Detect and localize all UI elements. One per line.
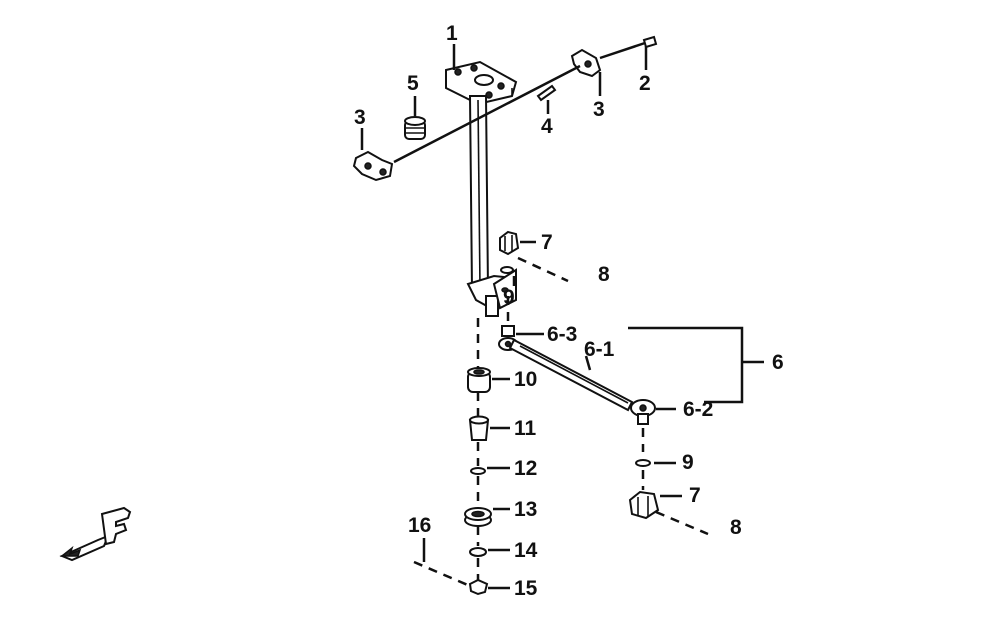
callout-10: 10 — [514, 368, 537, 391]
tie-rod-6-1 — [508, 338, 634, 412]
callout-7-lower: 7 — [689, 484, 701, 507]
callout-12: 12 — [514, 457, 537, 480]
callout-9-upper: 9 — [503, 286, 515, 309]
callout-6-2: 6-2 — [683, 398, 713, 421]
bolt-2 — [599, 35, 658, 60]
bushing-11 — [468, 415, 490, 441]
washer-9-lower — [635, 459, 651, 467]
callout-4: 4 — [541, 115, 553, 138]
callout-7-upper: 7 — [541, 231, 553, 254]
castle-nut-7-upper — [499, 230, 520, 256]
bearing-13 — [464, 507, 492, 527]
clamp-3-left — [352, 150, 394, 182]
callout-16: 16 — [408, 514, 431, 537]
callout-1: 1 — [446, 22, 458, 45]
washer-14 — [469, 547, 487, 557]
callout-3-right: 3 — [593, 98, 605, 121]
callout-13: 13 — [514, 498, 537, 521]
cotter-pin-8-lower — [655, 510, 709, 536]
nut-15 — [468, 578, 489, 596]
callout-2: 2 — [639, 72, 651, 95]
callout-labels: 1 2 3 3 4 5 6 6-1 6-2 6-3 7 7 8 8 9 9 10… — [354, 22, 784, 600]
steering-column — [445, 60, 518, 317]
washer-9-upper — [500, 266, 514, 274]
callout-14: 14 — [514, 539, 538, 562]
front-direction-arrow-icon — [59, 506, 132, 562]
washer-12 — [470, 467, 486, 475]
callout-9-lower: 9 — [682, 451, 694, 474]
bushing-5 — [404, 116, 426, 140]
callout-8-upper: 8 — [598, 263, 610, 286]
callout-11: 11 — [514, 417, 537, 440]
callout-5: 5 — [407, 72, 419, 95]
pin-4 — [536, 84, 557, 102]
clamp-3-right — [570, 48, 602, 78]
callout-6-1: 6-1 — [584, 338, 615, 361]
callout-6-3: 6-3 — [547, 323, 577, 346]
callout-15: 15 — [514, 577, 538, 600]
cotter-pin-16 — [413, 560, 471, 588]
seal-10 — [467, 367, 491, 393]
callout-8-lower: 8 — [730, 516, 742, 539]
castle-nut-7-lower — [628, 490, 660, 520]
callout-6: 6 — [772, 351, 784, 374]
tie-rod-end-6-2 — [630, 399, 656, 425]
leader-lines — [360, 44, 764, 590]
callout-3-left: 3 — [354, 106, 366, 129]
